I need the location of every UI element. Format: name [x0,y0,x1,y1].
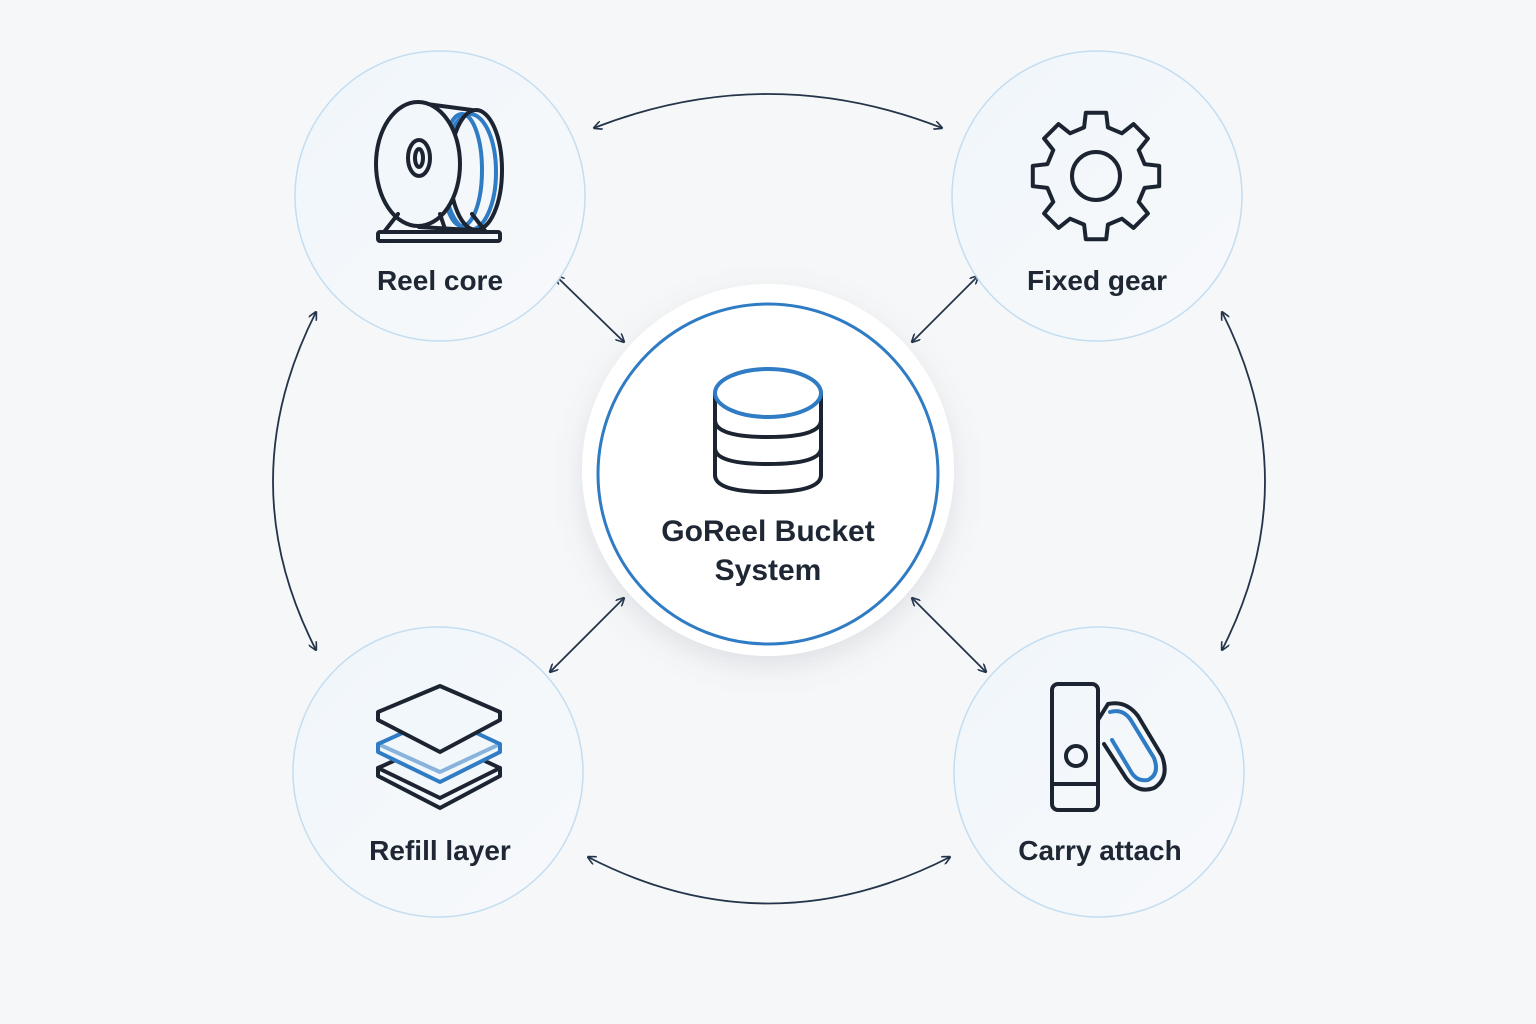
node-reel-core: Reel core [294,50,586,342]
arrow-center-to-refill [550,598,624,672]
reel-spool-icon [374,100,504,243]
node-carry-attach: Carry attach [953,626,1245,918]
arrow-reel-to-refill [272,312,316,650]
node-reel-core-label: Reel core [377,265,503,296]
center-hub-disc [582,284,954,656]
node-fixed-gear-circle [951,50,1243,342]
connectors [272,93,1266,905]
node-refill-layer: Refill layer [292,626,584,918]
arrow-gear-to-carry [1222,312,1266,650]
center-title-line2: System [715,554,822,587]
node-fixed-gear: Fixed gear [951,50,1243,342]
layers-icon [376,684,502,810]
carabiner-clip-icon [1050,682,1167,812]
arrow-refill-to-carry [588,857,950,905]
center-hub-ring [596,302,940,646]
arrow-center-to-gear [912,276,978,342]
arrow-center-to-carry [912,598,986,672]
database-stack-icon [713,367,823,494]
center-title-line1: GoReel Bucket [661,515,874,548]
node-fixed-gear-label: Fixed gear [1027,265,1167,296]
node-refill-layer-label: Refill layer [369,835,511,866]
gear-icon [1030,110,1162,242]
center-hub: GoReel Bucket System [582,284,954,656]
arrow-center-to-reel [556,276,624,342]
node-carry-attach-label: Carry attach [1018,835,1181,866]
arrow-reel-to-gear [594,93,942,128]
